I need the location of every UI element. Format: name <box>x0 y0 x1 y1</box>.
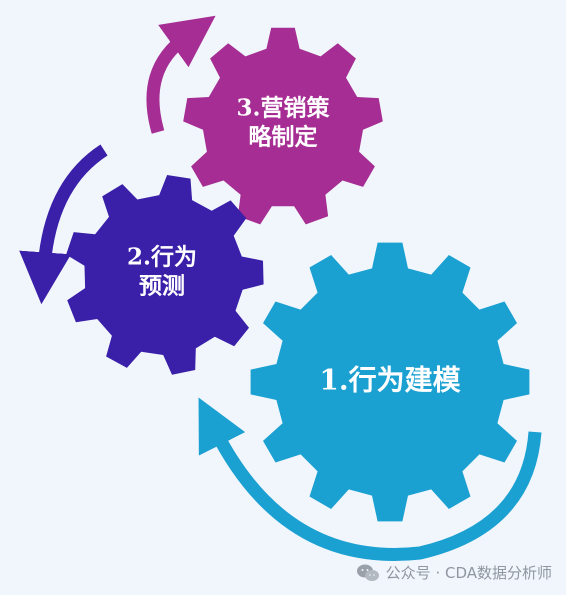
cycle-arrow-2 <box>19 144 108 305</box>
gear-behavior-prediction <box>66 175 264 375</box>
cycle-arrow-3 <box>146 15 216 134</box>
gear-marketing-strategy <box>183 27 383 225</box>
gear-label-behavior-prediction: 2.行为 预测 <box>127 243 197 301</box>
cycle-arrow-1 <box>198 397 542 561</box>
gear-behavior-modeling <box>250 242 530 522</box>
watermark: 公众号 · CDA数据分析师 <box>356 562 552 583</box>
gear-label-line: 略制定 <box>248 123 318 150</box>
watermark-text: 公众号 · CDA数据分析师 <box>385 564 552 582</box>
gear-label-line: 3.营销策 <box>236 94 330 122</box>
gear-label-behavior-modeling: 1.行为建模 <box>319 363 460 398</box>
gear-label-line: 预测 <box>138 272 185 299</box>
wechat-icon <box>356 564 379 581</box>
gear-label-marketing-strategy: 3.营销策 略制定 <box>236 94 329 152</box>
gear-label-line: 2.行为 <box>126 243 198 271</box>
gear-label-text: 1.行为建模 <box>319 363 461 397</box>
